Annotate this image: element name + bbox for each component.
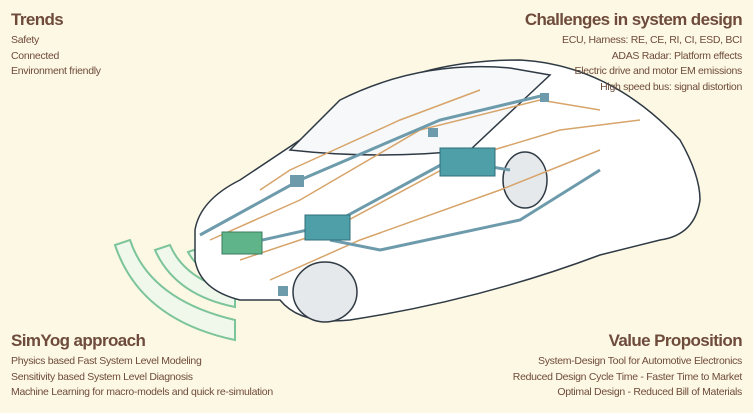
challenge-item: ECU, Harness: RE, CE, RI, CI, ESD, BCI [562,34,742,46]
trend-item: Safety [11,34,39,46]
challenge-item: Electric drive and motor EM emissions [574,65,743,77]
challenge-item: ADAS Radar: Platform effects [611,49,743,62]
trends-section: Trends Safety Connected Environment frie… [11,10,101,80]
trends-title: Trends [11,10,64,29]
modules [221,93,549,296]
value-item: Optimal Design - Reduced Bill of Materia… [557,386,742,398]
value-item: System-Design Tool for Automotive Electr… [538,355,742,367]
value-item: Reduced Design Cycle Time - Faster Time … [512,370,743,383]
value-section: Value Proposition System-Design Tool for… [512,331,743,401]
approach-title: SimYog approach [11,331,146,350]
approach-item: Sensitivity based System Level Diagnosis [11,370,193,383]
challenges-section: Challenges in system design ECU, Harness… [524,10,743,95]
approach-item: Physics based Fast System Level Modeling [11,355,202,367]
car-body [194,59,701,323]
approach-section: SimYog approach Physics based Fast Syste… [11,331,273,401]
challenge-item: High speed bus: signal distortion [600,80,742,93]
value-title: Value Proposition [608,331,743,350]
approach-item: Machine Learning for macro-models and qu… [11,386,273,398]
challenges-title: Challenges in system design [524,10,743,29]
trend-item: Connected [11,49,60,62]
trend-item: Environment friendly [11,65,101,77]
